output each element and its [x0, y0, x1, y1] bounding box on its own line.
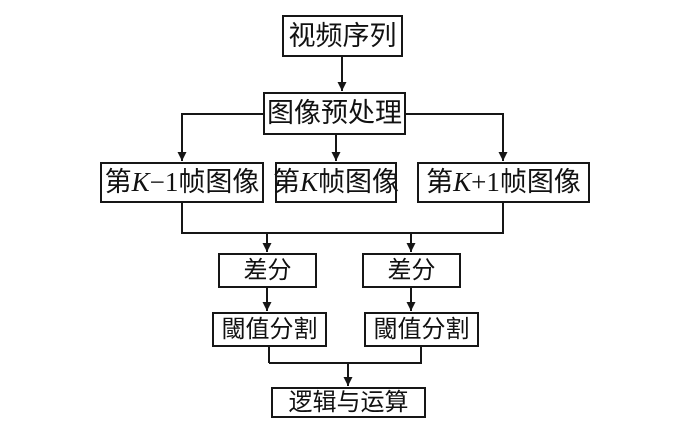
node-label-prefix: 第 — [426, 167, 454, 197]
node-threshold-right: 閾值分割 — [364, 312, 479, 347]
node-label-suffix: 帧图像 — [318, 167, 400, 197]
node-label-variable: K — [453, 167, 472, 197]
node-label: 閾值分割 — [373, 316, 470, 343]
edge-preprocess-to-frame-prev — [177, 113, 263, 161]
node-label-prefix: 第 — [273, 167, 300, 197]
node-label: 视频序列 — [288, 20, 397, 51]
node-label: 逻辑与运算 — [288, 389, 409, 416]
node-label: 差分 — [243, 257, 292, 284]
node-logic-and: 逻辑与运算 — [271, 387, 426, 418]
edge-preprocess-to-frame-next — [406, 113, 508, 161]
node-label-suffix: −1帧图像 — [149, 167, 260, 197]
node-preprocessing: 图像预处理 — [263, 92, 406, 135]
node-label-suffix: +1帧图像 — [471, 167, 581, 197]
node-label-variable: K — [300, 167, 319, 197]
node-diff-right: 差分 — [362, 253, 461, 288]
node-diff-left: 差分 — [218, 253, 317, 288]
node-label-variable: K — [131, 167, 150, 197]
node-label-prefix: 第 — [104, 167, 132, 197]
node-label: 閾值分割 — [221, 316, 318, 343]
node-label: 图像预处理 — [267, 98, 402, 128]
node-threshold-left: 閾值分割 — [212, 312, 327, 347]
node-label: 差分 — [387, 257, 436, 284]
node-video-sequence: 视频序列 — [282, 15, 403, 57]
